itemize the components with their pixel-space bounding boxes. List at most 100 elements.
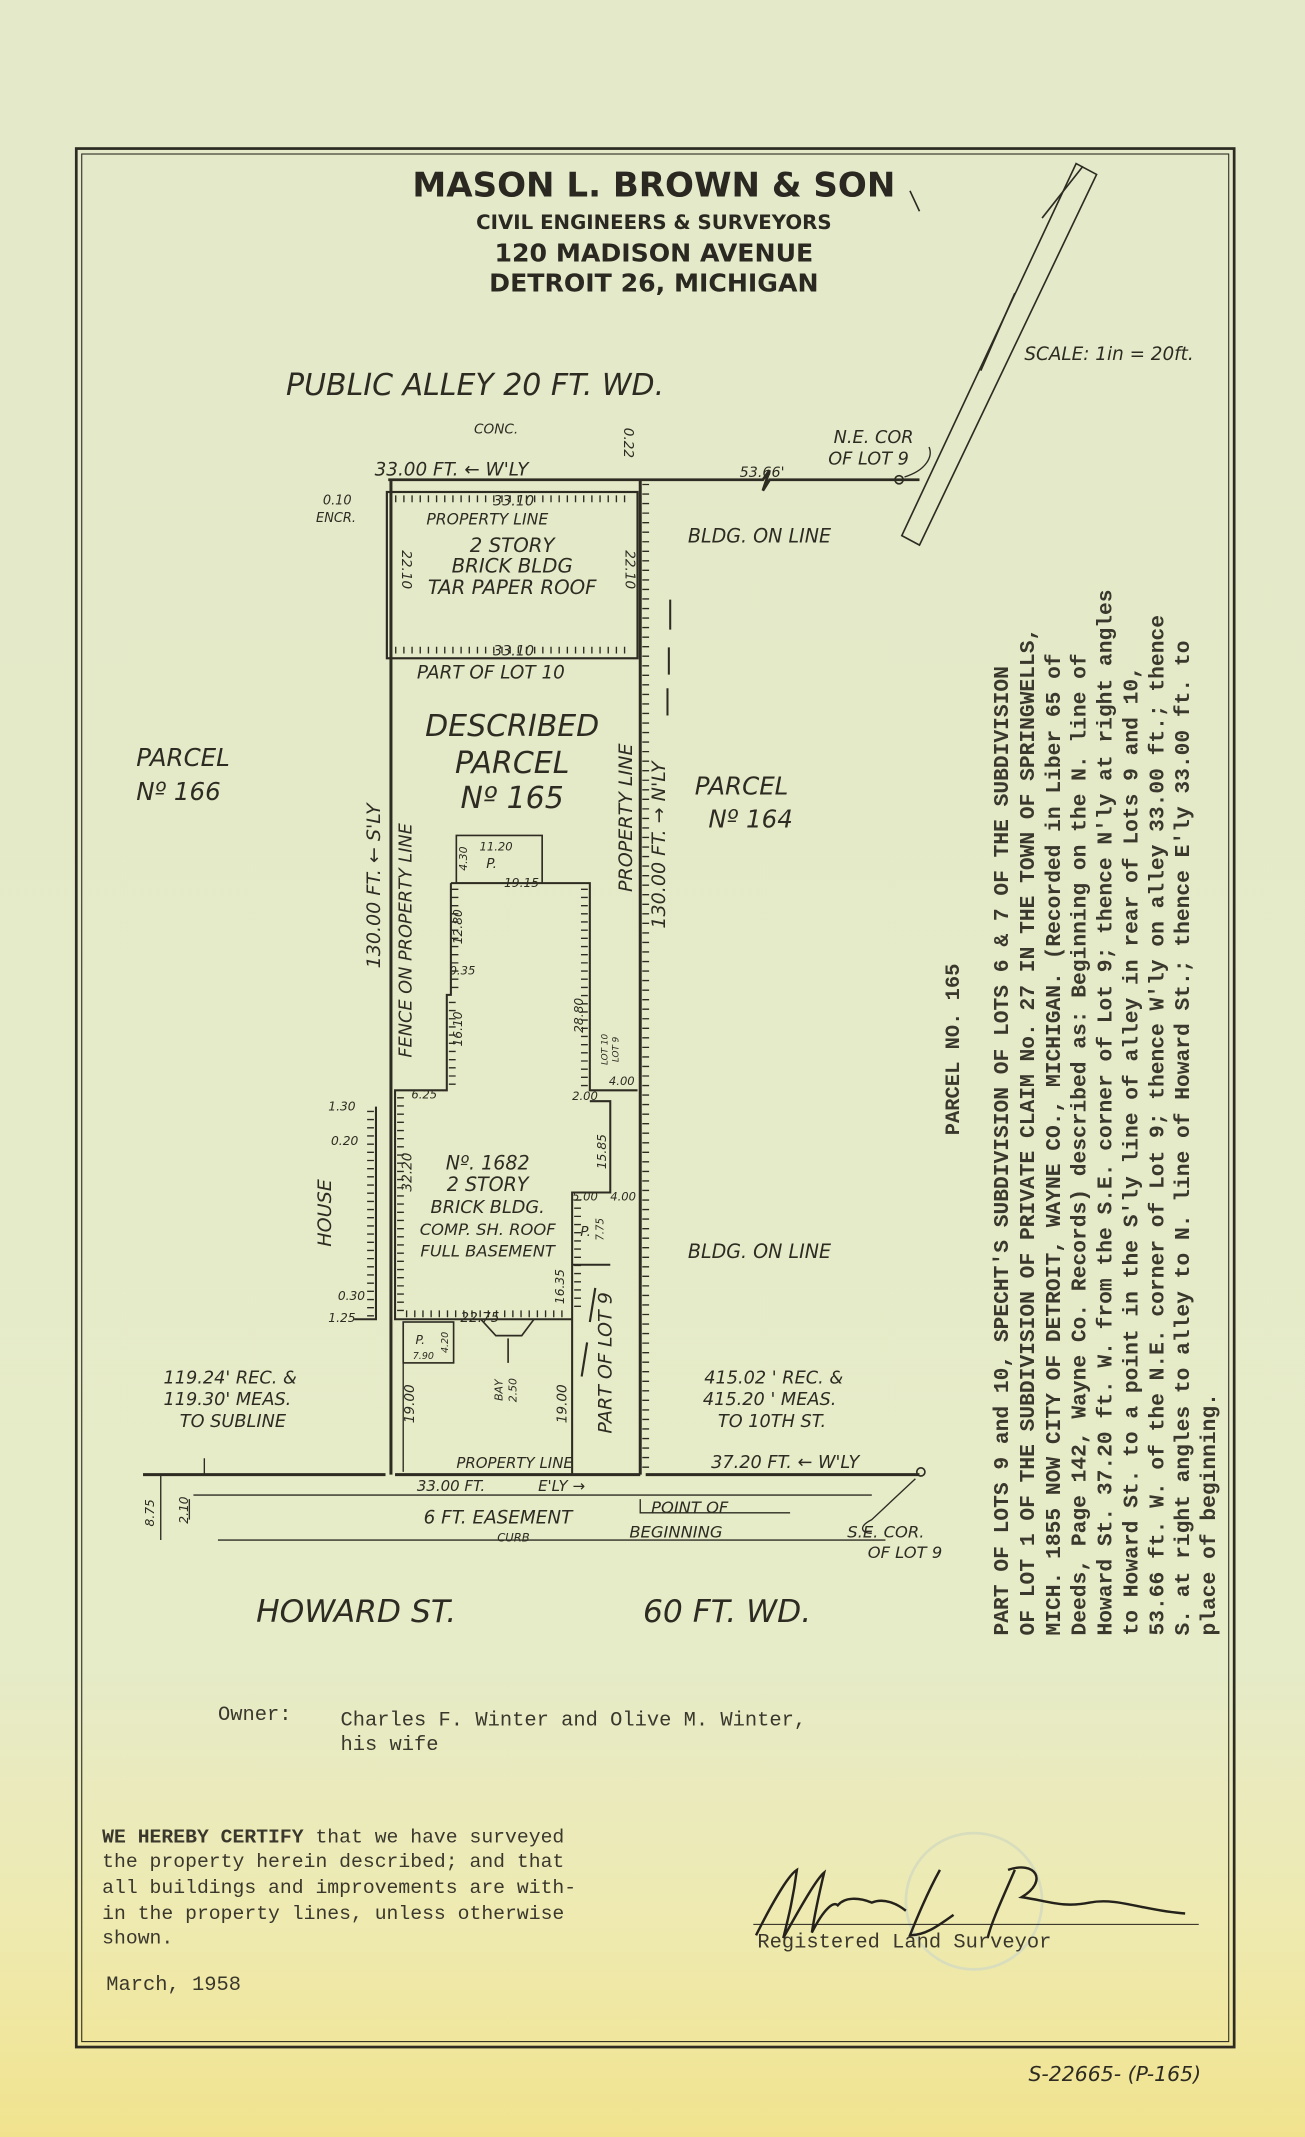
north-arrow-icon [900,162,1098,547]
house-label-5: FULL BASEMENT [420,1242,556,1261]
firm-name: MASON L. BROWN & SON [412,165,895,205]
howard-street-label: HOWARD ST. [256,1594,456,1630]
parcel-number: PARCEL NO. 165 [943,964,966,1136]
dim-12-80: 12.80 [451,909,465,944]
rear-porch-label: P. [486,856,497,872]
concrete-label: CONC. [474,421,518,437]
west-line-dimension: 130.00 FT. ← S'LY [363,802,385,968]
ne-corner-lot: OF LOT 9 [828,450,909,470]
dim-19-15: 19.15 [504,876,539,890]
dim-1-30: 1.30 [328,1100,355,1114]
street-dimension-east: 37.20 FT. ← W'LY [711,1453,860,1473]
garage-label-2: BRICK BLDG [452,554,573,577]
description-line: MICH. 1855 NOW CITY OF DETROIT, WAYNE CO… [1043,653,1067,1635]
fence-label: FENCE ON PROPERTY LINE [396,822,416,1057]
property-line-bottom: PROPERTY LINE [456,1454,573,1472]
certification-line: WE HEREBY CERTIFY that we have surveyed [102,1827,564,1849]
garage-east-dim: 22.10 [621,550,637,589]
dim-7-75: 7.75 [595,1218,606,1241]
part-of-lot-10: PART OF LOT 10 [417,663,565,684]
se-corner-label: S.E. COR. [847,1522,924,1541]
bldg-on-line-label-2: BLDG. ON LINE [688,1241,831,1263]
owner-label: Owner: [218,1704,292,1727]
certification-line: all buildings and improvements are with- [102,1877,576,1899]
dim-16-10: 16.10 [451,1011,465,1046]
surveyor-signature [753,1866,1199,1939]
se-corner-lot: OF LOT 9 [868,1543,942,1562]
described-parcel-3: Nº 165 [461,781,564,816]
description-line: place of beginning. [1198,1393,1222,1635]
description-line: 53.66 ft. W. of the N.E. corner of Lot 9… [1146,615,1170,1635]
house-label-4: COMP. SH. ROOF [420,1220,556,1239]
dim-0-35: 0.35 [450,963,476,977]
neighbor-house-label: HOUSE [314,1179,336,1246]
parcel-166-number: Nº 166 [136,777,220,806]
dim-2-10: 2.10 [177,1496,191,1523]
description-line: Howard St. 37.20 ft. W. from the S.E. co… [1095,590,1119,1636]
dim-28-80: 28.80 [572,998,586,1033]
firm-city: DETROIT 26, MICHIGAN [489,269,818,298]
front-porch-label: P. [415,1333,425,1347]
rear-porch-depth: 4.30 [457,846,470,870]
parcel-166-label: PARCEL [136,743,230,772]
part-of-lot-9: PART OF LOT 9 [595,1292,617,1433]
east-record-2: 415.20 ' MEAS. [703,1390,836,1410]
curb-label: CURB [497,1530,530,1544]
description-line: S. at right angles to alley to N. line o… [1172,641,1196,1636]
dim-4-00-b: 4.00 [610,1190,636,1204]
certification-lead: WE HEREBY CERTIFY [102,1827,304,1849]
dim-4-00-a: 4.00 [609,1074,635,1088]
dim-32-20: 32.20 [399,1153,415,1192]
dim-53-66: 53.66' [740,465,785,481]
file-number: S-22665- (P-165) [1028,2062,1201,2086]
bldg-on-line-label: BLDG. ON LINE [688,525,831,547]
west-record-3: TO SUBLINE [180,1412,287,1432]
dim-19-00-west: 19.00 [402,1384,418,1423]
described-parcel-2: PARCEL [455,746,569,781]
easterly-label: E'LY → [538,1477,585,1495]
firm-address: 120 MADISON AVENUE [494,239,813,268]
alley-dimension: 33.00 FT. ← W'LY [375,460,531,481]
certification-line: shown. [102,1927,173,1949]
house-label-3: BRICK BLDG. [431,1198,545,1218]
encroachment-value: 0.10 [323,493,352,508]
east-property-line: PROPERTY LINE [615,743,637,891]
description-line: Deeds, Page 142, Wayne Co. Records) desc… [1069,653,1093,1635]
west-record-2: 119.30' MEAS. [163,1390,291,1410]
scale-label: SCALE: 1in = 20ft. [1024,344,1193,365]
garage-bottom-dim: 33.10 [493,644,534,660]
bay-label: BAY [493,1378,506,1401]
description-line: to Howard St. to a point in the S'ly lin… [1120,666,1144,1635]
parcel-164-label: PARCEL [695,772,789,801]
east-record-1: 415.02 ' REC. & [704,1368,843,1388]
house-number: Nº. 1682 [446,1152,530,1174]
legal-description: PART OF LOTS 9 and 10, SPECHT'S SUBDIVIS… [991,590,1222,1636]
side-porch-label: P. [580,1224,591,1240]
description-line: OF LOT 1 OF THE SUBDIVISION OF PRIVATE C… [1017,628,1041,1636]
rear-porch-width: 11.20 [479,839,512,853]
owner-relation: his wife [341,1734,439,1757]
dim-0-30: 0.30 [338,1289,365,1303]
dim-2-00: 2.00 [572,1089,598,1103]
point-of-beginning-1: POINT OF [651,1498,729,1517]
description-line: PART OF LOTS 9 and 10, SPECHT'S SUBDIVIS… [991,666,1015,1635]
west-record-1: 119.24' REC. & [163,1368,297,1388]
dim-5-00: 5.00 [572,1190,598,1204]
dim-0-20: 0.20 [331,1134,358,1148]
dim-1-25: 1.25 [328,1311,355,1325]
dim-16-35: 16.35 [553,1269,567,1304]
parcel-164-number: Nº 164 [708,804,792,833]
bay-depth: 2.50 [506,1378,519,1402]
dim-22-75: 22.75 [460,1310,499,1326]
east-record-3: TO 10TH ST. [718,1412,826,1432]
howard-street-width: 60 FT. WD. [643,1594,811,1630]
owner-names: Charles F. Winter and Olive M. Winter, [341,1709,807,1732]
ne-corner-label: N.E. COR [834,428,914,448]
garage-top-dim: 33.10 [493,494,534,510]
house-label-2: 2 STORY [447,1174,530,1196]
dim-19-00-east: 19.00 [555,1384,571,1423]
plat-drawing: CONC. 33.00 FT. ← W'LY 0.22 53.66' N.E. … [136,421,942,1561]
garage-label-1: 2 STORY [470,534,557,557]
alley-label: PUBLIC ALLEY 20 FT. WD. [286,368,664,403]
